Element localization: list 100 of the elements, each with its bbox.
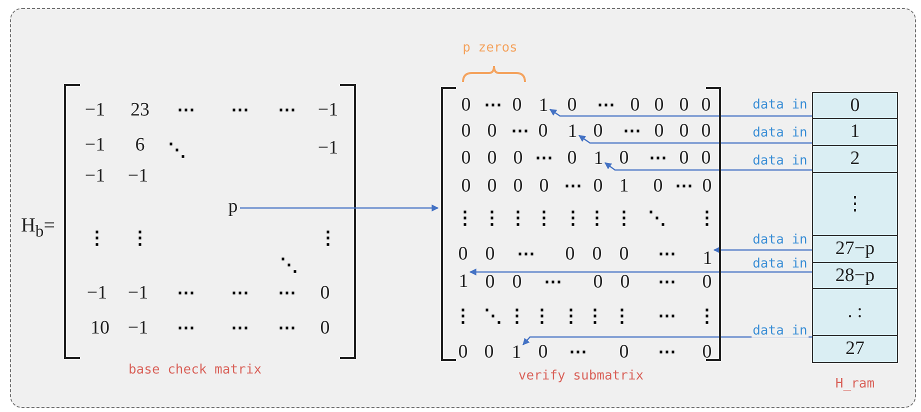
memory-cell: ⋮ <box>812 172 898 236</box>
ellipsis-mark: ⋯ <box>177 319 195 337</box>
matrix-entry: 0 <box>320 284 330 302</box>
matrix-entry: 0 <box>593 176 603 196</box>
ellipsis-mark: ⋯ <box>658 273 676 291</box>
matrix-entry: 0 <box>539 176 549 196</box>
arrow <box>549 108 812 117</box>
matrix-entry: −1 <box>128 166 148 186</box>
memory-title: H_ram <box>835 378 875 390</box>
matrix-entry: 0 <box>592 244 602 264</box>
ellipsis-mark: ⋮ <box>483 209 501 227</box>
ellipsis-mark: ⋯ <box>231 101 249 119</box>
memory-cell: 0 <box>812 92 898 119</box>
matrix-entry: 0 <box>485 244 495 264</box>
edge-label: data in <box>752 126 808 140</box>
matrix-entry: 0 <box>593 122 603 140</box>
matrix-title: verify submatrix <box>518 370 644 382</box>
ellipsis-mark: ⋯ <box>544 273 562 291</box>
ellipsis-mark: ⋱ <box>648 209 666 227</box>
ellipsis-mark: ⋯ <box>177 284 195 302</box>
matrix-entry: −1 <box>84 136 106 154</box>
matrix-entry: 0 <box>679 96 689 114</box>
ellipsis-mark: ⋮ <box>588 209 606 227</box>
matrix-entry: 0 <box>538 342 548 362</box>
memory-cell: 27−p <box>812 235 898 263</box>
memory-cell: . : <box>812 288 898 336</box>
ellipsis-mark: ⋯ <box>511 122 529 140</box>
matrix-entry: 0 <box>679 148 689 168</box>
matrix-entry: 0 <box>461 122 471 140</box>
ellipsis-mark: ⋮ <box>586 307 604 325</box>
matrix-entry: 0 <box>487 122 497 140</box>
matrix-entry: 0 <box>620 272 630 292</box>
ellipsis-mark: ⋮ <box>508 307 526 325</box>
ellipsis-mark: ⋮ <box>698 307 716 325</box>
matrix-entry: 0 <box>567 148 577 168</box>
matrix-entry: 0 <box>701 96 711 114</box>
caption: base check matrix <box>128 364 262 376</box>
ellipsis-mark: ⋯ <box>278 284 296 302</box>
edge-label: data in <box>752 324 808 338</box>
memory-cell: 27 <box>812 335 898 363</box>
memory-cell: 2 <box>812 145 898 173</box>
matrix-entry: 0 <box>485 272 495 292</box>
matrix-entry: 0 <box>513 176 523 196</box>
matrix-entry: 0 <box>461 96 471 114</box>
matrix-entry: 0 <box>701 122 711 140</box>
memory-cell: 1 <box>812 118 898 146</box>
matrix-entry: −1 <box>84 100 106 120</box>
ellipsis-mark: ⋮ <box>564 209 582 227</box>
ellipsis-mark: ⋯ <box>569 343 587 361</box>
arrow <box>469 268 812 276</box>
ellipsis-mark: ⋯ <box>658 245 676 263</box>
ellipsis-mark: ⋮ <box>613 307 631 325</box>
ellipsis-mark: ⋯ <box>675 177 693 195</box>
matrix-entry: 0 <box>512 96 522 114</box>
matrix-entry: 1 <box>537 95 550 115</box>
ellipsis-mark: ⋮ <box>509 209 527 227</box>
matrix-entry: 0 <box>484 342 494 362</box>
matrix-entry: 0 <box>654 122 664 140</box>
matrix-entry: 23 <box>130 100 150 120</box>
matrix-entry: −1 <box>318 100 338 120</box>
memory-cell: 28−p <box>812 262 898 289</box>
ellipsis-mark: ⋯ <box>649 149 667 167</box>
matrix-symbol: H$_{b}$= <box>20 216 56 240</box>
matrix-entry: 0 <box>567 96 577 114</box>
matrix-entry: 0 <box>702 272 712 292</box>
matrix-entry: 0 <box>513 148 523 168</box>
ellipsis-mark: ⋯ <box>564 177 582 195</box>
ellipsis-mark: ⋮ <box>698 209 716 227</box>
ellipsis-mark: ⋮ <box>535 209 553 227</box>
ellipsis-mark: ⋯ <box>177 101 195 119</box>
matrix-entry: 1 <box>619 176 629 196</box>
edge-label: data in <box>752 258 808 270</box>
ellipsis-mark: ⋮ <box>454 307 472 325</box>
ellipsis-mark: ⋮ <box>562 307 580 325</box>
ellipsis-mark: ⋮ <box>319 229 337 247</box>
edge-label: data in <box>752 98 808 112</box>
matrix-entry: 1 <box>457 271 470 291</box>
matrix-entry: 0 <box>593 272 603 292</box>
ellipsis-mark: ⋯ <box>597 96 615 114</box>
arrow <box>240 204 439 212</box>
edge-label: data in <box>752 234 808 246</box>
ellipsis-mark: ⋯ <box>484 96 502 114</box>
ellipsis-mark: ⋯ <box>535 149 553 167</box>
ellipsis-mark: ⋯ <box>658 343 676 361</box>
matrix-entry: −1 <box>318 138 338 158</box>
matrix-entry: 0 <box>565 244 575 264</box>
matrix-entry: −1 <box>86 284 108 302</box>
matrix-entry: −1 <box>128 284 148 302</box>
ellipsis-mark: ⋮ <box>131 229 149 247</box>
matrix-entry: 1 <box>592 148 605 168</box>
matrix-entry: 0 <box>619 342 629 362</box>
matrix-entry: −1 <box>128 318 148 338</box>
matrix-entry: −1 <box>84 166 106 186</box>
ellipsis-mark: ⋮ <box>88 229 106 247</box>
matrix-entry: 0 <box>679 122 689 140</box>
matrix-entry: 0 <box>458 244 468 264</box>
matrix-entry: 6 <box>135 136 145 154</box>
matrix-entry: 0 <box>458 342 468 362</box>
ellipsis-mark: ⋮ <box>615 209 633 227</box>
matrix-entry: 0 <box>538 122 548 140</box>
